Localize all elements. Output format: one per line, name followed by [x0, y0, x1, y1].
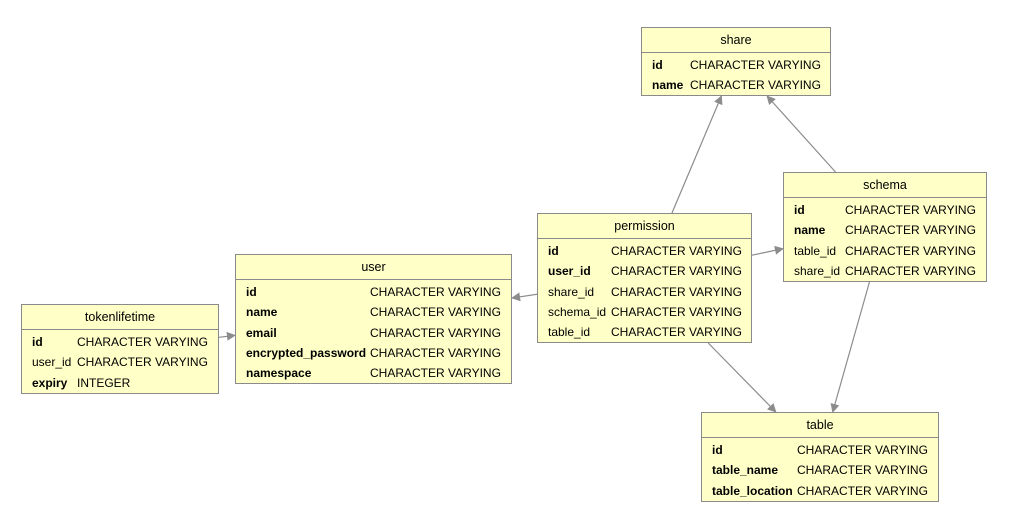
field-row: id CHARACTER VARYING: [22, 332, 218, 352]
relation-schema-to-share: [766, 95, 836, 173]
field-type: CHARACTER VARYING: [797, 483, 928, 498]
field-name: encrypted_password: [246, 345, 367, 360]
field-name: name: [246, 305, 278, 320]
field-name: id: [652, 58, 663, 72]
field-row: user_id CHARACTER VARYING: [22, 352, 218, 372]
field-type: CHARACTER VARYING: [611, 284, 742, 299]
field-row: id CHARACTER VARYING: [538, 241, 751, 261]
field-type: CHARACTER VARYING: [611, 244, 742, 258]
field-type: CHARACTER VARYING: [690, 58, 821, 72]
relation-permission-to-schema: [751, 245, 784, 256]
field-name: email: [246, 325, 277, 340]
field-row: id CHARACTER VARYING: [702, 440, 938, 460]
field-row: id CHARACTER VARYING: [784, 200, 986, 220]
field-row: namespace CHARACTER VARYING: [236, 363, 511, 383]
field-row: name CHARACTER VARYING: [236, 302, 511, 322]
field-name: table_id: [548, 325, 591, 340]
field-name: id: [794, 203, 805, 217]
relation-permission-to-user: [511, 292, 538, 302]
field-name: schema_id: [548, 304, 607, 319]
field-name: name: [794, 223, 826, 238]
field-name: share_id: [548, 284, 595, 299]
field-row: id CHARACTER VARYING: [236, 282, 511, 302]
entity-title: table: [702, 413, 938, 438]
field-name: user_id: [548, 264, 591, 279]
field-name: table_name: [712, 463, 779, 478]
field-type: CHARACTER VARYING: [611, 325, 742, 340]
field-type: INTEGER: [77, 375, 131, 390]
field-row: share_id CHARACTER VARYING: [784, 261, 986, 281]
field-type: CHARACTER VARYING: [845, 263, 976, 278]
field-row: table_name CHARACTER VARYING: [702, 460, 938, 480]
entity-title: schema: [784, 173, 986, 198]
entity-title: user: [236, 255, 511, 280]
field-type: CHARACTER VARYING: [611, 264, 742, 279]
field-row: email CHARACTER VARYING: [236, 323, 511, 343]
entity-title: share: [642, 28, 830, 53]
field-row: table_id CHARACTER VARYING: [784, 241, 986, 261]
field-type: CHARACTER VARYING: [77, 355, 208, 370]
field-type: CHARACTER VARYING: [370, 366, 501, 381]
field-type: CHARACTER VARYING: [370, 325, 501, 340]
field-name: id: [712, 443, 723, 457]
field-name: table_id: [794, 243, 837, 258]
field-type: CHARACTER VARYING: [370, 345, 501, 360]
field-name: expiry: [32, 375, 68, 390]
relation-permission-to-table: [707, 342, 777, 413]
field-row: name CHARACTER VARYING: [784, 220, 986, 240]
field-type: CHARACTER VARYING: [370, 285, 501, 299]
field-type: CHARACTER VARYING: [797, 463, 928, 478]
field-type: CHARACTER VARYING: [611, 304, 742, 319]
field-name: id: [548, 244, 559, 258]
field-type: CHARACTER VARYING: [845, 223, 976, 238]
field-type: CHARACTER VARYING: [370, 305, 501, 320]
field-type: CHARACTER VARYING: [77, 335, 208, 349]
field-name: namespace: [246, 366, 312, 381]
field-row: share_id CHARACTER VARYING: [538, 282, 751, 302]
field-name: table_location: [712, 483, 793, 498]
entity-title: permission: [538, 214, 751, 239]
field-row: id CHARACTER VARYING: [642, 55, 830, 75]
field-row: schema_id CHARACTER VARYING: [538, 302, 751, 322]
field-row: table_id CHARACTER VARYING: [538, 322, 751, 342]
field-row: table_location CHARACTER VARYING: [702, 481, 938, 501]
field-type: CHARACTER VARYING: [690, 78, 821, 93]
field-name: id: [32, 335, 43, 349]
relation-permission-to-share: [671, 95, 723, 214]
field-name: user_id: [32, 355, 72, 370]
entity-title: tokenlifetime: [22, 305, 218, 330]
relation-schema-to-table: [830, 281, 871, 413]
relation-tokenlifetime-to-user: [218, 331, 236, 341]
field-type: CHARACTER VARYING: [845, 243, 976, 258]
field-type: CHARACTER VARYING: [797, 443, 928, 457]
field-name: id: [246, 285, 257, 299]
field-row: name CHARACTER VARYING: [642, 75, 830, 95]
field-row: expiry INTEGER: [22, 373, 218, 393]
field-type: CHARACTER VARYING: [845, 203, 976, 217]
field-row: user_id CHARACTER VARYING: [538, 261, 751, 281]
field-name: name: [652, 78, 684, 93]
field-name: share_id: [794, 263, 841, 278]
